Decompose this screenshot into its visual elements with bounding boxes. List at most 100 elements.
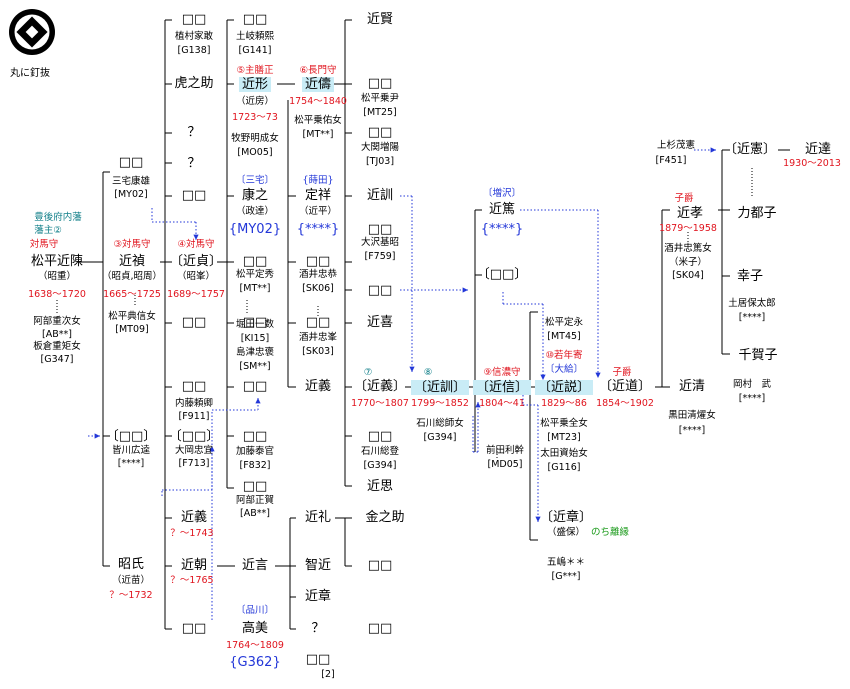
person-detail: 牧野明成女 [231, 133, 279, 144]
arrow-head [710, 147, 716, 153]
person-name: □□ [118, 155, 144, 170]
arrow-head [535, 516, 541, 522]
dates: 1804〜41 [479, 398, 525, 409]
person-detail: （昭重） [37, 271, 77, 282]
arrow-head [409, 366, 415, 372]
arrow-head [94, 433, 100, 439]
official-title: 子爵 [612, 367, 632, 378]
dates: 1723〜73 [232, 112, 278, 123]
person-name: ？ [311, 621, 325, 636]
person-name: 千賀子 [738, 348, 778, 363]
dates: 1854〜1902 [596, 398, 654, 409]
dates: ？〜1765 [170, 575, 214, 586]
person-name: □□ [181, 315, 207, 330]
dates: ？〜1732 [109, 590, 153, 601]
person-name: □□ [242, 12, 268, 27]
person-detail: 石川総師女 [416, 418, 464, 429]
person-detail: 堀田一数 [235, 319, 275, 330]
person-detail: [****] [738, 312, 766, 323]
person-detail: 酒井忠峯 [298, 332, 338, 343]
arrow-head [540, 374, 546, 380]
official-title: ⑤主膳正 [236, 65, 274, 76]
person-name: □□ [181, 188, 207, 203]
official-title: ⑥長門守 [299, 65, 337, 76]
person-name: ？ [187, 156, 201, 171]
person-detail: 島津忠褒 [235, 347, 275, 358]
person-name: 近儔 [301, 77, 335, 92]
person-detail: 前田利幹 [485, 445, 525, 456]
person-name: 〔近信〕 [472, 380, 532, 395]
person-name: 近思 [366, 479, 394, 494]
person-name: □□ [181, 379, 207, 394]
official-title: ⑩若年寄 [545, 350, 583, 361]
person-detail: （近平） [298, 206, 338, 217]
person-name: 力都子 [737, 206, 777, 221]
person-name: 〔□□〕 [105, 429, 157, 444]
person-name: 〔近義〕 [353, 379, 407, 394]
person-detail: 松平乗佑女 [294, 115, 342, 126]
person-detail: [SK06] [302, 283, 334, 294]
person-detail: [F759] [364, 251, 396, 262]
person-name: 近賢 [366, 12, 394, 27]
person-name: □□ [305, 652, 331, 667]
person-name: 〔□□〕 [168, 429, 220, 444]
person-detail: 岡村 武 [732, 379, 772, 390]
dates: ？〜1743 [170, 528, 214, 539]
official-title: ④対馬守 [177, 239, 215, 250]
person-detail: [SK03] [302, 346, 334, 357]
person-detail: [MT45] [547, 331, 581, 342]
person-detail: [AB**] [240, 508, 270, 519]
person-name: □□ [181, 12, 207, 27]
dates: 1770〜1807 [351, 398, 409, 409]
person-detail: 大関増陽 [360, 142, 400, 153]
person-name: □□ [242, 479, 268, 494]
person-detail: 大沢基昭 [360, 237, 400, 248]
person-name: 〔近道〕 [598, 379, 652, 394]
person-name: 近篤 [488, 202, 516, 217]
person-name: □□ [367, 621, 393, 636]
person-name: 〔近説〕 [534, 380, 594, 395]
person-name: 近達 [804, 142, 832, 157]
person-detail: 土岐頼熙 [235, 31, 275, 42]
person-detail: （近房） [235, 96, 275, 107]
person-detail: 酒井忠篤女 [664, 243, 712, 254]
arrow-head [595, 372, 601, 378]
person-name: □□ [367, 222, 393, 237]
person-detail: （昭峯） [176, 271, 216, 282]
person-detail: [F911] [178, 411, 210, 422]
person-detail: 阿部正賀 [235, 495, 275, 506]
person-detail: 阿部重次女 [33, 316, 81, 327]
person-name: 〔近憲〕 [723, 142, 777, 157]
person-detail: [AB**] [42, 329, 72, 340]
person-name: 松平近陳 [30, 254, 84, 269]
person-name: 〔□□〕 [476, 267, 528, 282]
person-detail: 〔増沢〕 [482, 188, 522, 199]
person-name: 近孝 [676, 206, 704, 221]
kugi-nuki-crest-icon [9, 9, 55, 55]
arrow-head [475, 402, 481, 408]
person-name: ？ [187, 125, 201, 140]
person-detail: 黒田清燿女 [668, 410, 716, 421]
person-detail: 太田資始女 [540, 448, 588, 459]
person-detail: 大岡忠宜 [174, 445, 214, 456]
person-name: □□ [367, 558, 393, 573]
person-detail: 酒井忠恭 [298, 269, 338, 280]
person-name: 虎之助 [174, 76, 214, 91]
person-detail: [G***] [551, 571, 581, 582]
official-title: ③対馬守 [113, 239, 151, 250]
person-detail: [G394] [363, 460, 397, 471]
person-name: 〔近章〕 [539, 510, 593, 525]
person-detail: [MT**] [302, 129, 334, 140]
official-title: ⑦ [363, 367, 373, 378]
person-detail: （昭貞,昭周） [101, 271, 163, 282]
arrow-head [193, 234, 199, 240]
person-detail: 〔品川〕 [235, 605, 275, 616]
person-detail: [F451] [655, 155, 687, 166]
person-detail: 〔三宅〕 [235, 175, 275, 186]
dates: 1638〜1720 [28, 289, 86, 300]
official-title: ⑨信濃守 [483, 367, 521, 378]
person-name: □□ [242, 429, 268, 444]
person-name: □□ [367, 125, 393, 140]
person-name: 康之 [241, 188, 269, 203]
person-name: □□ [367, 283, 393, 298]
